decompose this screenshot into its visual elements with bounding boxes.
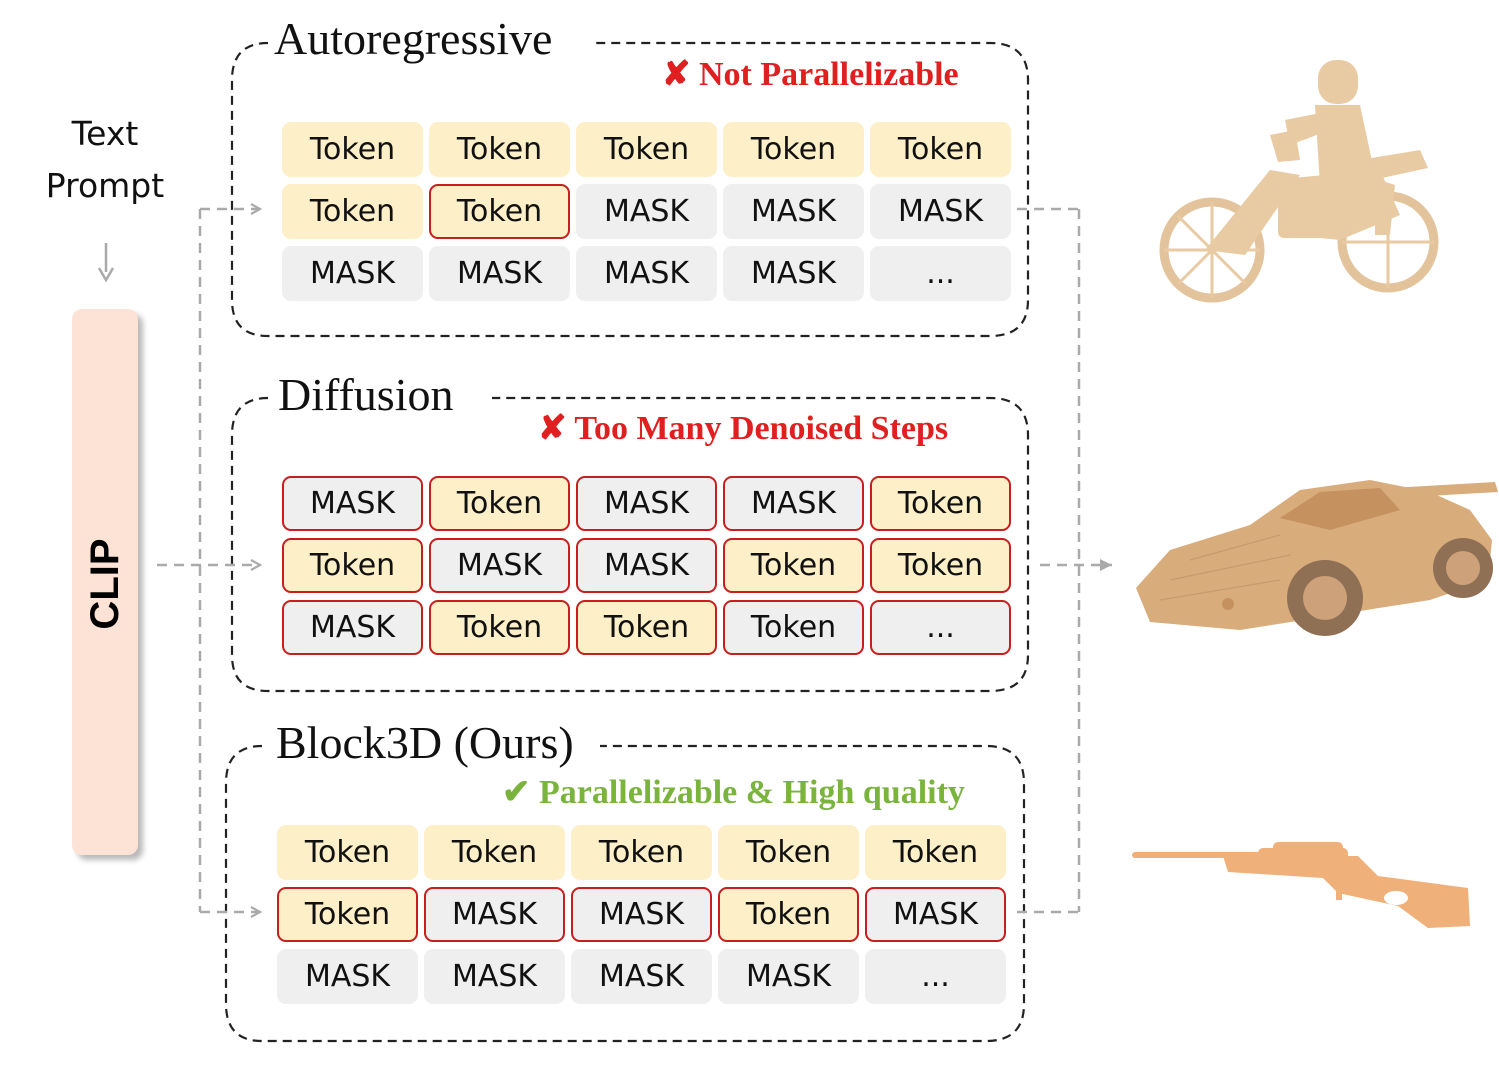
cross-mark-icon: ✘ [662,56,691,93]
mask-cell: MASK [424,949,565,1004]
token-cell: Token [429,184,570,239]
mask-cell: MASK [723,476,864,531]
mask-cell: MASK [424,887,565,942]
section-title-diffusion: Diffusion [272,368,460,421]
mask-cell: MASK [723,184,864,239]
mask-cell: MASK [576,184,717,239]
token-cell: Token [723,538,864,593]
mask-cell: MASK [571,949,712,1004]
sniper-rifle-model-icon [1132,842,1470,928]
frame-block3d [224,744,1026,1043]
mask-cell: MASK [571,887,712,942]
status-block3d: ✔ Parallelizable & High quality [502,772,965,812]
token-cell: Token [576,122,717,177]
mask-cell: ... [865,949,1006,1004]
text-prompt-line1: Text [71,114,139,153]
token-cell: Token [282,184,423,239]
token-cell: Token [429,600,570,655]
token-cell: Token [571,825,712,880]
section-title-block3d: Block3D (Ours) [270,716,580,769]
mask-cell: ... [870,600,1011,655]
mask-cell: MASK [277,949,418,1004]
mask-cell: MASK [718,949,859,1004]
token-cell: Token [277,887,418,942]
token-cell: Token [718,887,859,942]
output-connector [1017,207,1112,914]
token-cell: Token [424,825,565,880]
mask-cell: MASK [723,246,864,301]
token-cell: Token [723,122,864,177]
mask-cell: MASK [282,600,423,655]
token-cell: Token [282,122,423,177]
prompt-arrow [97,243,115,283]
mask-cell: MASK [870,184,1011,239]
mask-cell: Token [723,600,864,655]
text-prompt-line2: Prompt [45,166,165,205]
status-diffusion: ✘ Too Many Denoised Steps [538,408,948,448]
clip-label: CLIP [83,538,127,630]
section-title-autoregressive: Autoregressive [268,12,559,65]
input-connector [157,209,260,912]
mask-cell: MASK [282,476,423,531]
mask-cell: MASK [429,538,570,593]
mask-cell: MASK [576,476,717,531]
token-cell: Token [429,122,570,177]
token-cell: Token [282,538,423,593]
mask-cell: ... [870,246,1011,301]
mask-cell: MASK [576,246,717,301]
mask-cell: MASK [865,887,1006,942]
clip-encoder [72,309,138,855]
mask-cell: MASK [429,246,570,301]
mask-cell: MASK [282,246,423,301]
token-cell: Token [576,600,717,655]
mask-cell: MASK [576,538,717,593]
token-cell: Token [870,122,1011,177]
status-autoregressive: ✘ Not Parallelizable [662,54,959,94]
token-cell: Token [277,825,418,880]
token-cell: Token [865,825,1006,880]
check-mark-icon: ✔ [502,774,531,811]
token-cell: Token [429,476,570,531]
text-prompt: Text Prompt [30,108,180,212]
sports-car-model-icon [1136,480,1498,636]
cross-mark-icon: ✘ [538,410,567,447]
motorcycle-model-icon [1159,60,1439,303]
status-text: Parallelizable & High quality [539,774,965,811]
token-cell: Token [870,476,1011,531]
token-cell: Token [870,538,1011,593]
token-cell: Token [718,825,859,880]
status-text: Too Many Denoised Steps [574,410,949,447]
status-text: Not Parallelizable [699,56,959,93]
